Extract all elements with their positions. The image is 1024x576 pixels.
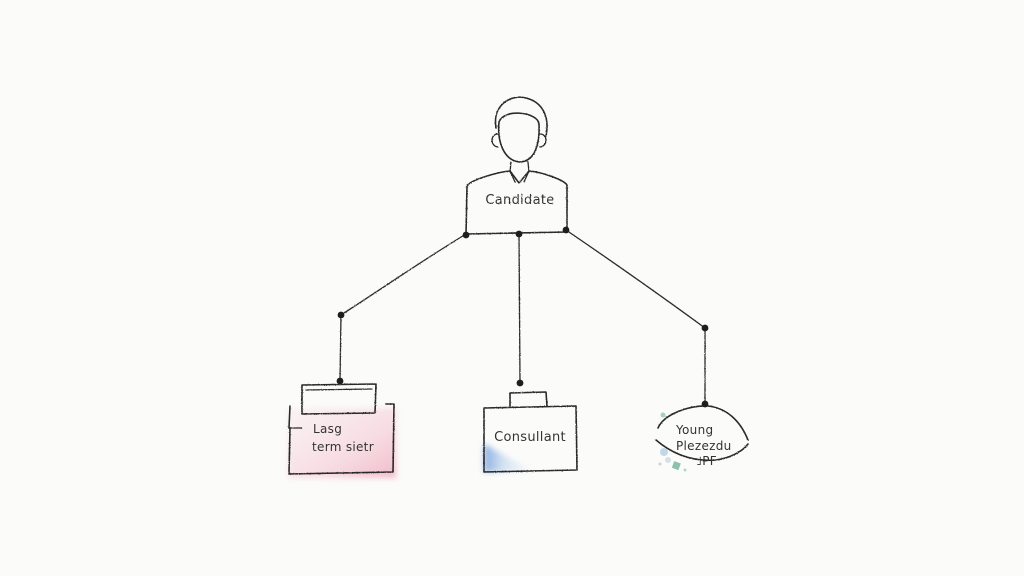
middle-node-label: Consullant xyxy=(494,430,566,445)
junction-dot-left-end xyxy=(336,377,344,385)
person-shoulders xyxy=(466,170,568,187)
person-icon xyxy=(466,96,568,187)
person-ear-right xyxy=(539,133,547,148)
connector-root-middle xyxy=(518,233,521,383)
person-collar xyxy=(509,170,530,183)
right-node-label-line1: Young xyxy=(675,423,713,437)
left-node-lid-inner xyxy=(305,388,373,391)
left-node-box xyxy=(288,403,395,475)
middle-node-box xyxy=(483,405,578,473)
right-node-arc-bottom xyxy=(655,439,749,462)
right-node-label-line2: Plezezdu xyxy=(676,439,732,453)
left-node: Lasg term sietr xyxy=(288,383,396,478)
junction-dot-left-elbow xyxy=(337,311,345,319)
left-node-label-line2: term sietr xyxy=(312,440,374,454)
right-node-label-line3: ˩PF xyxy=(696,454,717,468)
person-ear-left xyxy=(491,133,499,148)
left-node-label-line1: Lasg xyxy=(313,422,342,436)
person-hair xyxy=(494,96,548,137)
junction-dot-right-end xyxy=(701,400,709,408)
middle-node: Consullant xyxy=(483,391,578,473)
connector-root-right xyxy=(565,229,706,329)
candidate-label: Candidate xyxy=(485,193,554,208)
pink-wash xyxy=(288,408,396,478)
person-head xyxy=(497,112,540,163)
right-node: Young Plezezdu ˩PF xyxy=(655,405,749,472)
candidate-node: Candidate xyxy=(465,96,568,235)
left-node-lid xyxy=(301,383,377,415)
junction-dot-root-middle xyxy=(515,230,523,238)
green-splatter xyxy=(658,412,687,472)
blue-wash xyxy=(484,444,540,472)
right-node-arc-top xyxy=(657,405,749,441)
junction-dot-right-elbow xyxy=(701,324,709,332)
middle-node-tab xyxy=(509,391,548,407)
person-neck xyxy=(509,161,530,173)
connector-left-drop xyxy=(339,314,342,381)
junction-dots xyxy=(336,226,709,408)
junction-dot-middle-end xyxy=(516,379,524,387)
junction-dot-root-left xyxy=(462,231,470,239)
connector-root-left xyxy=(340,233,467,316)
connectors xyxy=(339,229,706,405)
junction-dot-root-right xyxy=(562,226,570,234)
